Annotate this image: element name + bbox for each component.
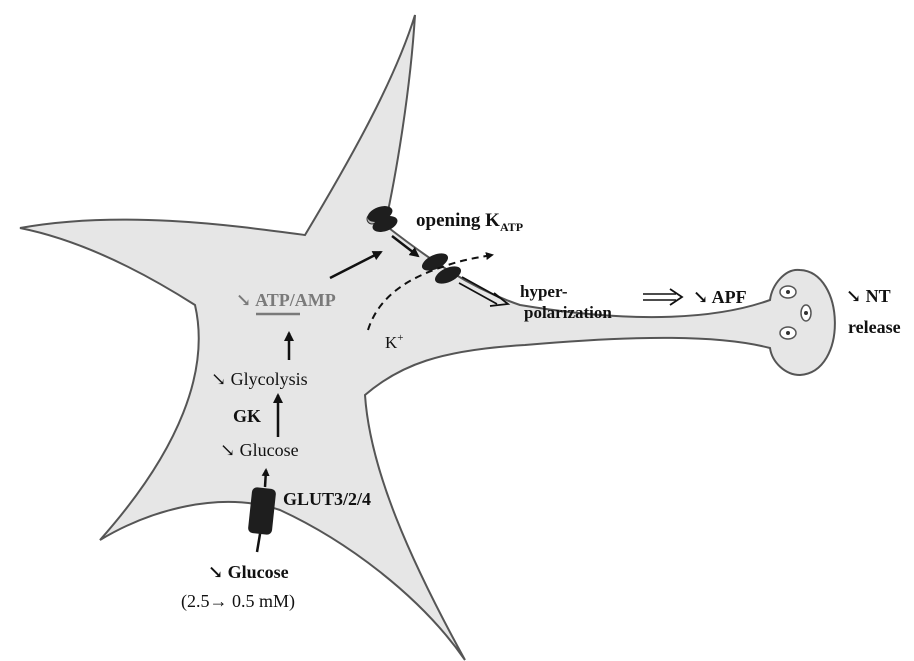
glycolysis-label: ↘ Glycolysis bbox=[211, 369, 308, 389]
atp-amp-label: ↘ATP/AMP bbox=[236, 290, 336, 310]
double-arrow-hyperpolarization bbox=[458, 276, 511, 307]
vesicle-dots bbox=[786, 290, 808, 335]
katp-opening-label: opening KATP bbox=[416, 210, 523, 234]
arrow-transport-to-glucose bbox=[261, 468, 270, 488]
neuron-cell-body bbox=[19, 14, 836, 661]
arrow-channel-opening bbox=[391, 235, 420, 258]
k-efflux-dashed-path bbox=[367, 252, 494, 331]
apf-label: ↘ APF bbox=[693, 287, 747, 307]
nt-release-line2: release bbox=[848, 317, 901, 337]
hyperpolarization-label-line1: hyper- bbox=[520, 282, 568, 301]
double-arrow-apf bbox=[643, 288, 684, 306]
glucose-concentration-label: (2.5→ 0.5 mM) bbox=[181, 591, 295, 612]
arrow-atp-to-channel bbox=[329, 250, 383, 280]
k-ion-label: K+ bbox=[385, 332, 404, 352]
glut-label: GLUT3/2/4 bbox=[283, 489, 371, 509]
extracellular-glucose-label: ↘ Glucose bbox=[208, 562, 289, 582]
intracellular-glucose-label: ↘ Glucose bbox=[220, 440, 299, 460]
katp-channel-closed bbox=[366, 206, 398, 232]
nt-release-line1: ↘ NT bbox=[846, 286, 891, 306]
hyperpolarization-label-line2: polarization bbox=[524, 303, 612, 322]
glut-transporter bbox=[248, 487, 276, 535]
gk-label: GK bbox=[233, 406, 261, 426]
